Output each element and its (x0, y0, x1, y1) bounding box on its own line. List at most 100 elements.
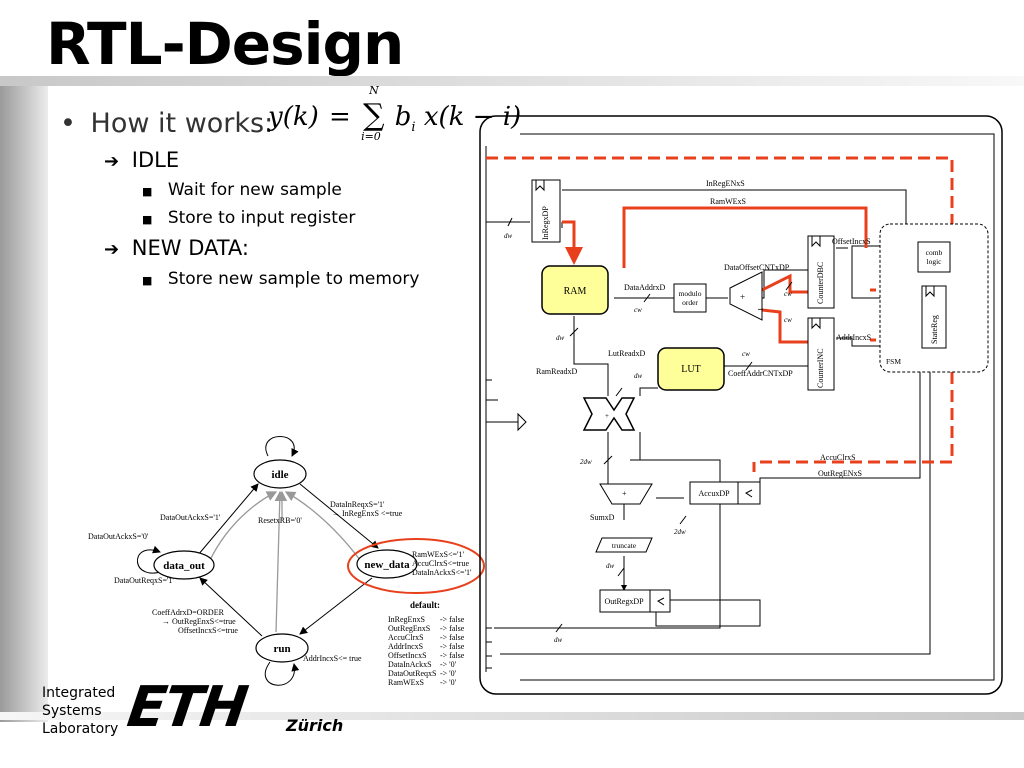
eth-logo: ETH (123, 675, 250, 740)
modulo-block: modulo order (673, 283, 707, 313)
signal-labels: InRegENxS RamWExS OffsetIncxS DataOffset… (536, 179, 871, 522)
bullet-text: Store to input register (167, 208, 356, 228)
eq-sum-sign: ∑ N i=0 (361, 84, 385, 143)
sig-inregen: InRegENxS (706, 179, 745, 188)
arrow-right-icon: ➔ (104, 151, 120, 172)
bus-width: 2dw (580, 458, 592, 466)
bus-width: cw (634, 306, 642, 314)
default-name: AddrIncxS (388, 642, 423, 651)
fsm-state-run: run (255, 633, 309, 663)
fsm-state-new-data: new_data (347, 538, 485, 594)
edge-idle-new-data (299, 483, 379, 549)
sig-accuclr: AccuClrxS (820, 453, 856, 462)
label-offset-inc: OffsetIncxS<=true (178, 626, 238, 635)
bullet-text: How it works: (90, 108, 274, 139)
reset-edge-data-out (209, 491, 278, 561)
state-label-run: run (273, 643, 290, 655)
default-name: RamWExS (388, 678, 424, 687)
statereg-label: StateReg (930, 315, 939, 344)
bullet-idle: ➔ IDLE (104, 148, 179, 172)
bullet-wait-sample: ■ Wait for new sample (142, 180, 342, 200)
bus-width: cw (742, 350, 750, 358)
fsm-label: FSM (886, 357, 901, 366)
multiplier-block: + (582, 397, 636, 431)
square-bullet-icon: ■ (142, 185, 153, 198)
modulo-label-line2: order (682, 298, 698, 307)
sig-outregen: OutRegENxS (818, 469, 862, 478)
fsm-edges (136, 436, 379, 686)
fsm-state-idle: idle (253, 459, 307, 489)
inreg-block: InRegxDP (531, 179, 561, 243)
label-dataout-ack: DataOutAckxS='1' (160, 513, 221, 522)
bullet-text: IDLE (131, 148, 180, 172)
truncate-label: truncate (612, 541, 637, 550)
label-coeff-order: CoeffAdrxD=ORDER (152, 608, 225, 617)
sig-coeffaddr: CoeffAddrCNTxDP (728, 369, 793, 378)
sig-addrinc: AddrIncxS (836, 333, 871, 342)
bus-width: cw (784, 316, 792, 324)
slide-title: RTL-Design (46, 10, 404, 78)
default-value: -> '0' (440, 660, 457, 669)
run-self-loop (264, 661, 300, 686)
eq-rhs-tail: x(k − i) (423, 102, 522, 132)
reset-edge-new-data (284, 491, 361, 561)
adder-minus-label: – (757, 304, 764, 315)
bullet-store-input: ■ Store to input register (142, 208, 355, 228)
counter-inc-label: CounterINC (816, 348, 825, 388)
accumulator-adder-block: + (599, 483, 653, 505)
lut-label: LUT (681, 364, 700, 375)
label-datain-ack: DataInAckxS<='1' (412, 568, 472, 577)
sig-ramread: RamReadxD (536, 367, 578, 376)
bullet-text: Store new sample to memory (167, 269, 420, 289)
eq-sum-upper: N (369, 84, 379, 97)
zurich-logo: Zürich (286, 716, 344, 735)
defaults-title: default: (410, 600, 440, 610)
state-label-idle: idle (271, 469, 288, 481)
default-name: InRegEnxS (388, 615, 425, 624)
counter-dbc-block: CounterDBC (807, 235, 835, 309)
default-value: -> false (440, 615, 465, 624)
idle-self-loop (265, 436, 299, 457)
red-active-path (486, 156, 954, 472)
comb-logic-label-line2: logic (927, 257, 943, 266)
label-accuclr: AccuClrxS<=true (412, 559, 469, 568)
bullet-dot: • (60, 108, 76, 139)
bus-width: dw (554, 636, 563, 644)
eq-lhs: y(k) (268, 102, 319, 132)
arrow-right-icon: ➔ (104, 239, 120, 260)
default-value: -> false (440, 651, 465, 660)
bus-width: dw (634, 372, 643, 380)
accumulator-adder-plus: + (622, 489, 627, 498)
edge-data-out-idle (197, 483, 259, 556)
bus-width: dw (606, 562, 615, 570)
data-out-self-loop (136, 545, 167, 574)
bus-width-labels: dw dw cw cw cw cw dw 2dw 2dw dw dw (504, 232, 792, 644)
outer-frame (479, 115, 1003, 695)
edge-run-data-out (199, 577, 263, 637)
sig-lutread: LutReadxD (608, 349, 646, 358)
fsm-edge-labels: ResetxRB='0' DataOutAckxS='1' DataInReqx… (88, 500, 472, 663)
ram-block: RAM (541, 265, 609, 315)
sig-ramwe: RamWExS (710, 197, 746, 206)
adder-block: + – (729, 271, 764, 321)
ram-label: RAM (564, 286, 587, 297)
default-value: -> false (440, 624, 465, 633)
default-value: -> false (440, 633, 465, 642)
square-bullet-icon: ■ (142, 274, 153, 287)
label-datain-req: DataInReqxS='1' (330, 500, 385, 509)
label-addr-inc: AddrIncxS<= true (303, 654, 362, 663)
isl-line1: Integrated (42, 685, 116, 701)
state-label-new-data: new_data (364, 559, 410, 571)
bus-width: cw (784, 290, 792, 298)
default-name: AccuClrxS (388, 633, 424, 642)
default-name: DataOutReqxS (388, 669, 436, 678)
counter-dbc-label: CounterDBC (816, 262, 825, 304)
label-outreg-en: → OutRegEnxS<=true (162, 617, 236, 626)
bullet-text: NEW DATA: (131, 236, 250, 260)
isl-line3: Laboratory (42, 721, 119, 737)
comb-logic-label-line1: comb (926, 248, 943, 257)
eq-coefficient: b (394, 102, 412, 132)
fsm-state-diagram: idle data_out new_data run ResetxRB='0' … (88, 436, 485, 687)
new-data-highlight-ellipse (347, 538, 485, 594)
accu-block: AccuxDP (689, 481, 761, 505)
